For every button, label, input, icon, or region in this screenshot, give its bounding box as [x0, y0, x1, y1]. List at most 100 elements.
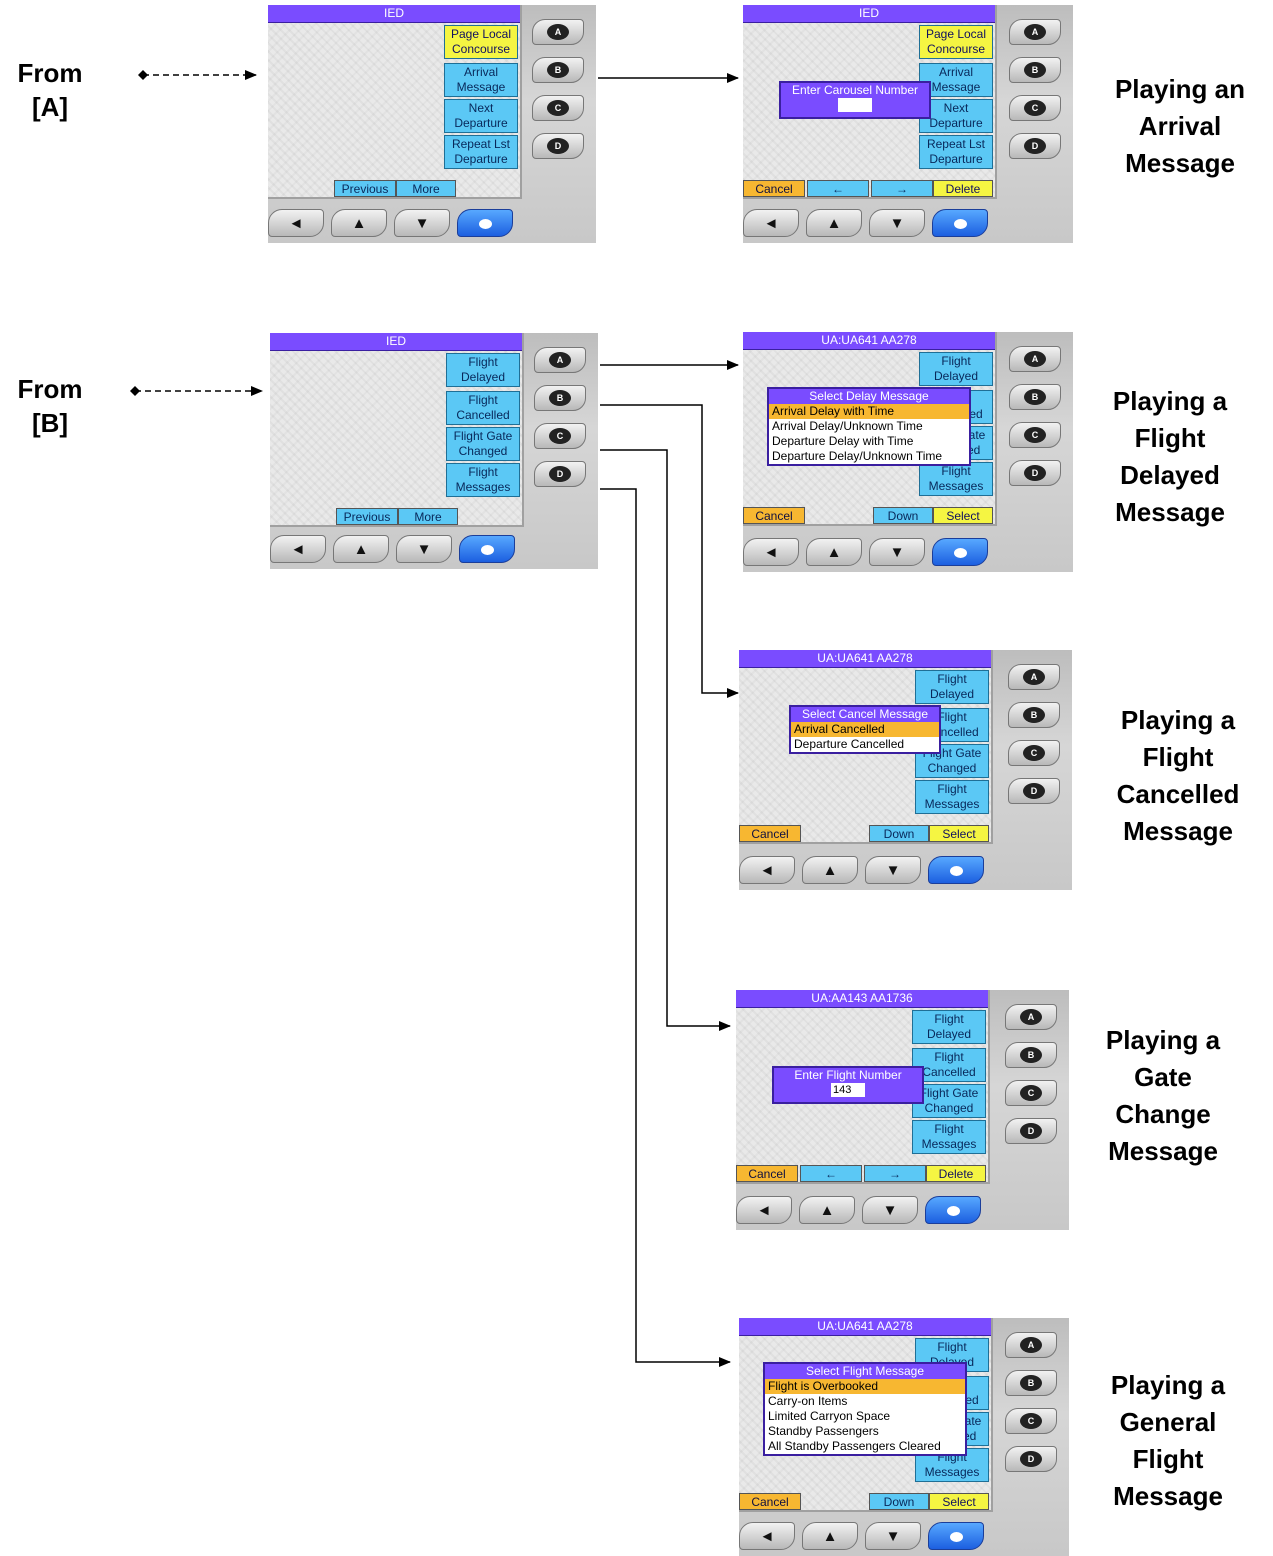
- up-arrow-key[interactable]: ▲: [333, 535, 389, 563]
- side-key-c[interactable]: C: [1005, 1080, 1057, 1106]
- down-arrow-key[interactable]: ▼: [869, 538, 925, 566]
- up-arrow-key[interactable]: ▲: [331, 209, 387, 237]
- side-key-b[interactable]: B: [1005, 1042, 1057, 1068]
- side-key-b[interactable]: B: [1009, 57, 1061, 83]
- side-key-c[interactable]: C: [532, 95, 584, 121]
- up-arrow-key[interactable]: ▲: [802, 856, 858, 884]
- up-arrow-key[interactable]: ▲: [799, 1196, 855, 1224]
- left-arrow-key[interactable]: ◄: [739, 1522, 795, 1550]
- bottom-button-previous[interactable]: Previous: [334, 180, 396, 197]
- down-arrow-key[interactable]: ▼: [869, 209, 925, 237]
- bottom-button-more[interactable]: More: [396, 180, 456, 197]
- side-key-b[interactable]: B: [532, 57, 584, 83]
- side-key-d[interactable]: D: [1009, 460, 1061, 486]
- bottom-button-down[interactable]: Down: [873, 507, 933, 524]
- side-key-c[interactable]: C: [1009, 95, 1061, 121]
- side-key-a[interactable]: A: [532, 19, 584, 45]
- bottom-button-more[interactable]: More: [398, 508, 458, 525]
- bottom-button-delete[interactable]: Delete: [926, 1165, 986, 1182]
- popup-option[interactable]: Standby Passengers: [768, 1424, 879, 1438]
- side-key-d[interactable]: D: [1005, 1446, 1057, 1472]
- left-arrow-key[interactable]: ◄: [268, 209, 324, 237]
- left-arrow-key[interactable]: ◄: [270, 535, 326, 563]
- side-key-a[interactable]: A: [1008, 664, 1060, 690]
- bottom-button-cancel[interactable]: Cancel: [739, 1493, 801, 1510]
- entry-field[interactable]: 143: [831, 1083, 865, 1097]
- bottom-button-select[interactable]: Select: [929, 1493, 989, 1510]
- side-key-a[interactable]: A: [534, 347, 586, 373]
- down-arrow-key[interactable]: ▼: [394, 209, 450, 237]
- enter-key[interactable]: [925, 1196, 981, 1224]
- up-arrow-key[interactable]: ▲: [802, 1522, 858, 1550]
- side-key-d[interactable]: D: [1005, 1118, 1057, 1144]
- popup-option[interactable]: Departure Cancelled: [794, 737, 905, 751]
- bottom-button-previous[interactable]: Previous: [336, 508, 398, 525]
- entry-field[interactable]: [838, 98, 872, 112]
- enter-key[interactable]: [932, 209, 988, 237]
- side-key-b[interactable]: B: [534, 385, 586, 411]
- side-key-b[interactable]: B: [1009, 384, 1061, 410]
- popup-option[interactable]: Arrival Cancelled: [791, 722, 939, 737]
- down-arrow-key[interactable]: ▼: [865, 1522, 921, 1550]
- left-arrow-key[interactable]: ◄: [743, 538, 799, 566]
- side-key-c[interactable]: C: [534, 423, 586, 449]
- bottom-button-down[interactable]: Down: [869, 825, 929, 842]
- popup-option[interactable]: Departure Delay/Unknown Time: [772, 449, 943, 463]
- popup-option[interactable]: Carry-on Items: [768, 1394, 848, 1408]
- enter-key[interactable]: [459, 535, 515, 563]
- side-key-a[interactable]: A: [1009, 346, 1061, 372]
- enter-key[interactable]: [457, 209, 513, 237]
- enter-key[interactable]: [932, 538, 988, 566]
- bottom-button-cancel[interactable]: Cancel: [739, 825, 801, 842]
- enter-key[interactable]: [928, 1522, 984, 1550]
- side-key-d[interactable]: D: [1009, 133, 1061, 159]
- bottom-button-delete[interactable]: Delete: [933, 180, 993, 197]
- side-key-c[interactable]: C: [1005, 1408, 1057, 1434]
- left-arrow-key[interactable]: ◄: [743, 209, 799, 237]
- bottom-button-cancel[interactable]: Cancel: [736, 1165, 798, 1182]
- popup-option[interactable]: Departure Delay with Time: [772, 434, 914, 448]
- bottom-button-select[interactable]: Select: [933, 507, 993, 524]
- side-key-d[interactable]: D: [534, 461, 586, 487]
- side-key-c[interactable]: C: [1008, 740, 1060, 766]
- side-key-b[interactable]: B: [1005, 1370, 1057, 1396]
- side-key-a[interactable]: A: [1009, 19, 1061, 45]
- bottom-button-down[interactable]: Down: [869, 1493, 929, 1510]
- enter-key[interactable]: [928, 856, 984, 884]
- bottom-button-cancel[interactable]: Cancel: [743, 507, 805, 524]
- popup-option[interactable]: All Standby Passengers Cleared: [768, 1439, 941, 1453]
- down-arrow-key[interactable]: ▼: [396, 535, 452, 563]
- up-arrow-key[interactable]: ▲: [806, 209, 862, 237]
- side-key-b[interactable]: B: [1008, 702, 1060, 728]
- side-key-a[interactable]: A: [1005, 1004, 1057, 1030]
- bottom-button-[interactable]: ←: [800, 1165, 862, 1182]
- popup-option[interactable]: Arrival Delay/Unknown Time: [772, 419, 923, 433]
- bottom-button-cancel[interactable]: Cancel: [743, 180, 805, 197]
- side-key-a[interactable]: A: [1005, 1332, 1057, 1358]
- popup-option[interactable]: Flight is Overbooked: [765, 1379, 965, 1394]
- left-arrow-key[interactable]: ◄: [739, 856, 795, 884]
- up-arrow-key[interactable]: ▲: [806, 538, 862, 566]
- side-key-c[interactable]: C: [1009, 422, 1061, 448]
- popup-option[interactable]: Arrival Delay with Time: [769, 404, 969, 419]
- side-key-d[interactable]: D: [532, 133, 584, 159]
